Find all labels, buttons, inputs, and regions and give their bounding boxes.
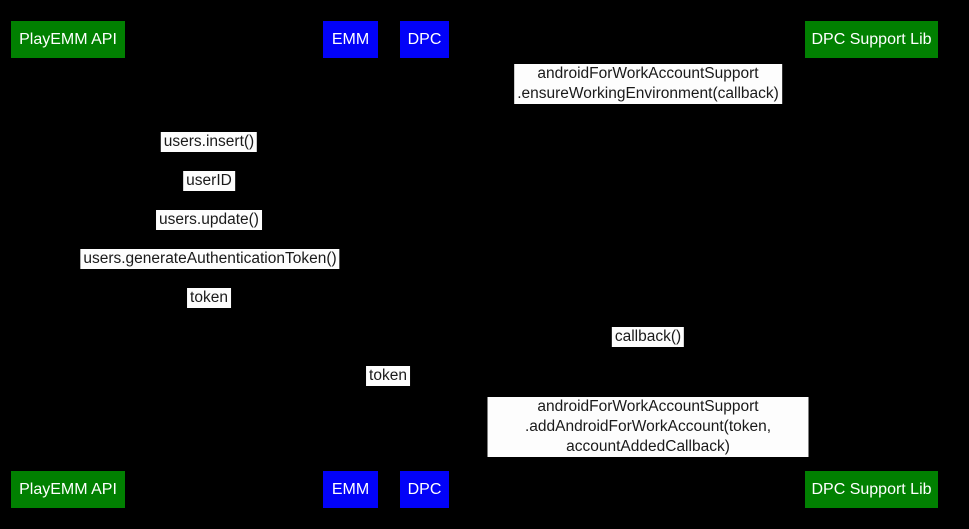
- actor-playemm-api-top: PlayEMM API: [11, 21, 125, 58]
- message-userid: userID: [183, 171, 235, 191]
- message-callback: callback(): [611, 327, 685, 347]
- message-users-insert: users.insert(): [160, 132, 258, 152]
- actor-dpc-support-lib-top: DPC Support Lib: [805, 21, 938, 58]
- message-add-android-for-work-account: androidForWorkAccountSupport .addAndroid…: [487, 397, 809, 457]
- message-token-forward: token: [366, 366, 410, 386]
- message-users-generate-authentication-token: users.generateAuthenticationToken(): [80, 249, 340, 269]
- message-ensure-working-environment: androidForWorkAccountSupport .ensureWork…: [514, 64, 782, 104]
- actor-dpc-top: DPC: [400, 21, 449, 58]
- actor-playemm-api-bottom: PlayEMM API: [11, 471, 125, 508]
- actor-emm-top: EMM: [323, 21, 378, 58]
- actor-emm-bottom: EMM: [323, 471, 378, 508]
- actor-dpc-bottom: DPC: [400, 471, 449, 508]
- actor-dpc-support-lib-bottom: DPC Support Lib: [805, 471, 938, 508]
- message-token-return: token: [187, 288, 231, 308]
- message-users-update: users.update(): [156, 210, 262, 230]
